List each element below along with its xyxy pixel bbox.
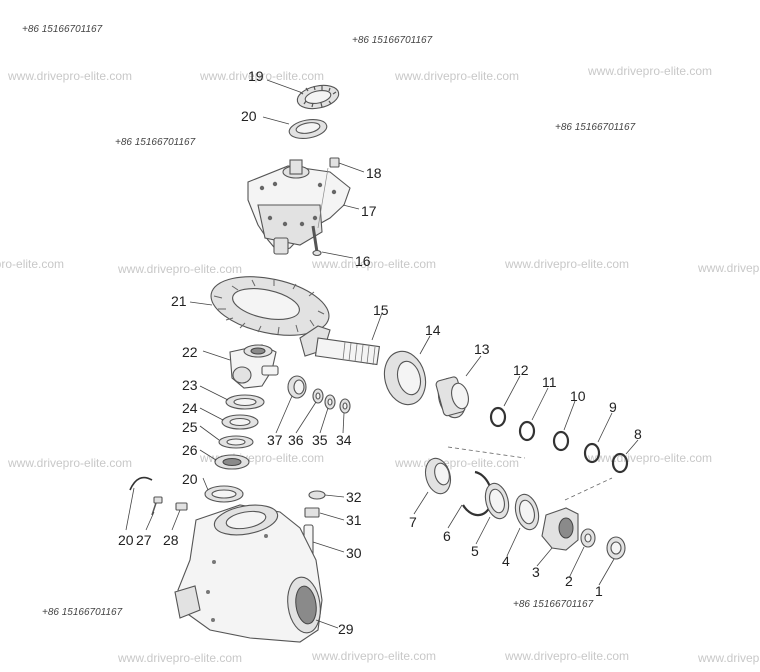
part-label: 20: [118, 532, 134, 548]
part-label: 17: [361, 203, 377, 219]
watermark-site: www.drivepro-elite.com: [0, 257, 64, 271]
bearing-cup-upper: [288, 118, 328, 140]
bearing-cup-lower: [204, 485, 244, 503]
part-label: 20: [182, 471, 198, 487]
part-label: 32: [346, 489, 362, 505]
part-label: 35: [312, 432, 328, 448]
bolt: [311, 225, 322, 257]
watermark-site: www.drivepro-elite.com: [7, 456, 132, 470]
part-label: 37: [267, 432, 283, 448]
part-label: 19: [248, 68, 264, 84]
stacked-washers: [214, 394, 265, 470]
part-label: 18: [366, 165, 382, 181]
part-number-labels: 19 20 18 17 16 21 15 14 13 12 11 10 9 8 …: [118, 68, 642, 637]
watermark-layer: +86 15166701167 +86 15166701167 +86 1516…: [0, 24, 760, 665]
differential-case: [247, 159, 351, 255]
bearing-cone: [435, 376, 469, 419]
watermark-phone: +86 15166701167: [115, 137, 196, 148]
spring-clip: [129, 476, 153, 491]
watermark-site: www.drivepro-elite.com: [587, 451, 712, 465]
output-parts-row: [424, 457, 626, 560]
watermark-phone: +86 15166701167: [555, 122, 636, 133]
leader-lines: [125, 79, 639, 629]
watermark-site: www.drivepro-elite.com: [117, 262, 242, 276]
part-label: 6: [443, 528, 451, 544]
watermark-site: www.drivepro-elite.com: [504, 257, 629, 271]
part-label: 34: [336, 432, 352, 448]
part-label: 24: [182, 400, 198, 416]
part-label: 4: [502, 553, 510, 569]
part-label: 29: [338, 621, 354, 637]
ring-gear: [210, 276, 330, 336]
pinion-shaft: [299, 325, 381, 366]
part-label: 5: [471, 543, 479, 559]
watermark-site: www.drivepro-elite.com: [394, 456, 519, 470]
axle-housing: [174, 504, 323, 643]
watermark-site: www.drivepro-elite.com: [697, 261, 760, 275]
part-label: 23: [182, 377, 198, 393]
part-label: 31: [346, 512, 362, 528]
watermark-site: www.drivepro-elite.com: [117, 651, 242, 665]
part-label: 2: [565, 573, 573, 589]
pin-assembly: [303, 490, 326, 558]
part-label: 30: [346, 545, 362, 561]
small-screw: [151, 496, 188, 516]
part-label: 7: [409, 514, 417, 530]
watermark-phone: +86 15166701167: [22, 24, 103, 35]
part-label: 28: [163, 532, 179, 548]
watermark-phone: +86 15166701167: [513, 599, 594, 610]
watermark-phone: +86 15166701167: [42, 607, 123, 618]
part-label: 12: [513, 362, 529, 378]
watermark-site: www.drivepro-elite.com: [199, 69, 324, 83]
watermark-site: www.drivepro-elite.com: [394, 69, 519, 83]
side-gear-yoke: [229, 344, 279, 389]
shim-rings-upper: [489, 406, 629, 474]
parts-layer: [125, 79, 639, 643]
thrust-washers: [287, 375, 351, 414]
part-label: 13: [474, 341, 490, 357]
watermark-phone: +86 15166701167: [352, 35, 433, 46]
part-label: 21: [171, 293, 187, 309]
part-label: 8: [634, 426, 642, 442]
part-label: 15: [373, 302, 389, 318]
watermark-site: www.drivepro-elite.com: [504, 649, 629, 663]
part-label: 20: [241, 108, 257, 124]
small-nut: [329, 157, 340, 168]
part-label: 22: [182, 344, 198, 360]
part-label: 9: [609, 399, 617, 415]
watermark-site: www.drivepro-elite.com: [587, 64, 712, 78]
watermark-site: www.drivepro-elite.com: [7, 69, 132, 83]
part-label: 25: [182, 419, 198, 435]
part-label: 14: [425, 322, 441, 338]
part-label: 16: [355, 253, 371, 269]
part-label: 10: [570, 388, 586, 404]
part-label: 27: [136, 532, 152, 548]
part-label: 3: [532, 564, 540, 580]
watermark-site: www.drivepro-elite.com: [311, 649, 436, 663]
part-label: 26: [182, 442, 198, 458]
part-label: 1: [595, 583, 603, 599]
part-label: 11: [542, 374, 557, 390]
watermark-site: www.drivepro-elite.com: [697, 651, 760, 665]
part-label: 36: [288, 432, 304, 448]
pinion-bearing: [383, 350, 427, 406]
watermark-site: www.drivepro-elite.com: [311, 257, 436, 271]
adjuster-nut: [296, 84, 340, 110]
